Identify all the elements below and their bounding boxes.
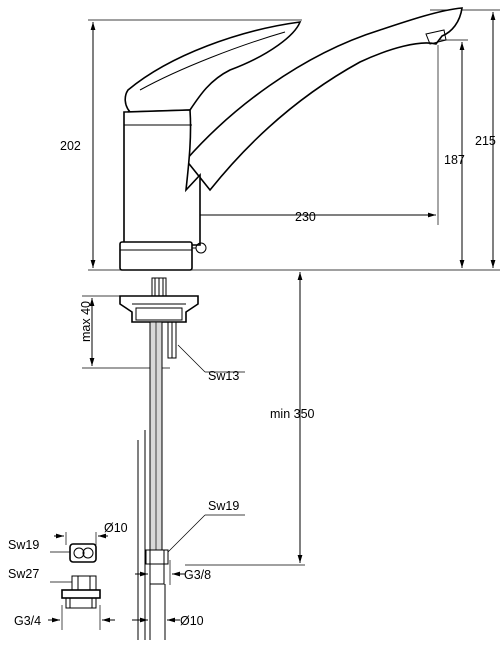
label-g38: G3/8 (184, 568, 211, 582)
faucet-body (119, 7, 463, 271)
label-sw13: Sw13 (208, 369, 239, 383)
label-dia10-bottom: Ø10 (180, 614, 204, 628)
label-202: 202 (60, 139, 81, 153)
label-sw19-nut: Sw19 (8, 538, 39, 552)
leader-lines (50, 344, 245, 583)
label-min-350: min 350 (270, 407, 315, 421)
label-g34: G3/4 (14, 614, 41, 628)
label-230: 230 (295, 210, 316, 224)
label-sw27: Sw27 (8, 567, 39, 581)
label-max-40: max 40 (79, 301, 93, 342)
label-187: 187 (444, 153, 465, 167)
label-sw19-hose: Sw19 (208, 499, 239, 513)
supply-hoses (137, 321, 169, 640)
dimension-labels: 202 215 187 230 max 40 min 350 Sw13 Sw19… (8, 134, 496, 628)
label-215: 215 (475, 134, 496, 148)
mounting-assembly (119, 277, 199, 359)
fitting-details (61, 543, 101, 609)
label-dia10-top: Ø10 (104, 521, 128, 535)
dimension-lines (48, 12, 496, 623)
